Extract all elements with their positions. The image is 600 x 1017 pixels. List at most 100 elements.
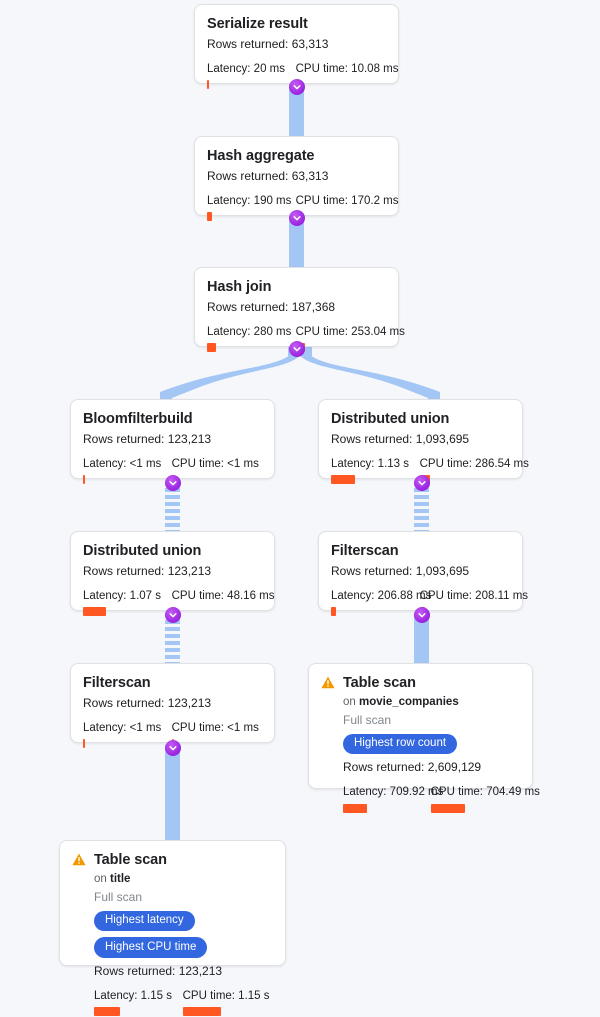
node-title: Distributed union	[83, 543, 202, 559]
latency-label: Latency: 1.13 s	[331, 457, 409, 470]
rows-returned: Rows returned: 1,093,695	[331, 563, 470, 578]
latency-metric: Latency: <1 ms	[83, 721, 172, 749]
node-title: Hash join	[207, 279, 272, 295]
node-metrics: Latency: 206.88 ms CPU time: 208.11 ms	[331, 589, 529, 617]
cpu-metric: CPU time: 253.04 ms	[295, 325, 405, 353]
node-metrics: Latency: 20 ms CPU time: 10.08 ms	[207, 62, 399, 90]
toggle-distributed-union-left[interactable]	[165, 607, 181, 623]
table-name: movie_companies	[359, 695, 459, 708]
latency-label: Latency: 1.15 s	[94, 989, 172, 1002]
latency-bar	[331, 475, 355, 485]
node-body: Rows returned: 63,313 Latency: 20 ms CPU…	[207, 35, 399, 90]
cpu-bar	[182, 1007, 221, 1017]
latency-label: Latency: <1 ms	[83, 457, 162, 470]
warning-triangle-icon	[321, 676, 335, 689]
node-header: Filterscan	[83, 674, 262, 693]
edge-union-to-filterscan-left	[165, 613, 180, 669]
latency-bar	[94, 1007, 120, 1017]
table-reference: on movie_companies	[343, 694, 520, 711]
plan-node-table-scan-movie-companies[interactable]: Table scan on movie_companies Full scan …	[308, 663, 540, 813]
cpu-metric: CPU time: <1 ms	[171, 721, 262, 749]
cpu-label: CPU time: 208.11 ms	[419, 589, 529, 602]
latency-label: Latency: 709.92 ms	[343, 786, 444, 799]
node-metrics: Latency: 1.07 s CPU time: 48.16 ms	[83, 589, 275, 617]
table-name: title	[110, 872, 131, 885]
cpu-label: CPU time: 10.08 ms	[295, 62, 399, 75]
latency-bar	[83, 475, 85, 485]
plan-node-filterscan-right[interactable]: Filterscan Rows returned: 1,093,695 Late…	[318, 531, 528, 617]
rows-returned: Rows returned: 2,609,129	[343, 760, 482, 775]
latency-metric: Latency: 206.88 ms	[331, 589, 431, 617]
latency-bar	[207, 343, 216, 353]
node-title: Hash aggregate	[207, 148, 315, 164]
cpu-label: CPU time: 1.15 s	[182, 989, 270, 1002]
rows-returned: Rows returned: 123,213	[83, 695, 212, 710]
latency-metric: Latency: 190 ms	[207, 194, 296, 222]
cpu-metric: CPU time: 170.2 ms	[295, 194, 399, 222]
toggle-bloomfilterbuild[interactable]	[165, 475, 181, 491]
toggle-hash-aggregate[interactable]	[289, 210, 305, 226]
cpu-metric: CPU time: 286.54 ms	[419, 457, 529, 485]
latency-metric: Latency: 709.92 ms	[343, 785, 444, 813]
plan-node-hash-join[interactable]: Hash join Rows returned: 187,368 Latency…	[194, 267, 405, 353]
node-header: Bloomfilterbuild	[83, 410, 262, 429]
toggle-hash-join[interactable]	[289, 341, 305, 357]
plan-node-distributed-union-right[interactable]: Distributed union Rows returned: 1,093,6…	[318, 399, 529, 485]
rows-returned: Rows returned: 1,093,695	[331, 431, 470, 446]
node-body: Rows returned: 123,213 Latency: 1.07 s C…	[83, 562, 275, 617]
node-title: Bloomfilterbuild	[83, 411, 193, 427]
node-header: Table scan	[72, 851, 273, 870]
node-metrics: Latency: 280 ms CPU time: 253.04 ms	[207, 325, 405, 353]
node-body: Rows returned: 123,213 Latency: <1 ms CP…	[83, 430, 262, 485]
latency-label: Latency: 20 ms	[207, 62, 285, 75]
node-body: Rows returned: 123,213 Latency: <1 ms CP…	[83, 694, 262, 749]
plan-node-filterscan-left[interactable]: Filterscan Rows returned: 123,213 Latenc…	[70, 663, 275, 749]
latency-bar	[207, 212, 212, 222]
toggle-filterscan-left[interactable]	[165, 740, 181, 756]
node-body: on movie_companies Full scan Highest row…	[321, 694, 540, 813]
node-body: Rows returned: 1,093,695 Latency: 206.88…	[331, 562, 529, 617]
plan-node-serialize-result[interactable]: Serialize result Rows returned: 63,313 L…	[194, 4, 399, 90]
node-metrics: Latency: 709.92 ms CPU time: 704.49 ms	[343, 785, 540, 813]
plan-node-bloomfilterbuild[interactable]: Bloomfilterbuild Rows returned: 123,213 …	[70, 399, 275, 485]
edge-aggregate-to-join	[289, 214, 304, 270]
latency-label: Latency: 280 ms	[207, 325, 292, 338]
cpu-metric: CPU time: 208.11 ms	[419, 589, 529, 617]
toggle-distributed-union-right[interactable]	[414, 475, 430, 491]
edge-filterscan-to-tablescan-left	[165, 745, 180, 845]
node-header: Hash join	[207, 278, 386, 297]
status-badge: Highest row count	[343, 733, 458, 755]
toggle-serialize-result[interactable]	[289, 79, 305, 95]
plan-node-distributed-union-left[interactable]: Distributed union Rows returned: 123,213…	[70, 531, 275, 617]
node-header: Hash aggregate	[207, 147, 386, 166]
scan-type: Full scan	[343, 712, 392, 727]
plan-node-table-scan-title[interactable]: Table scan on title Full scan Highest la…	[59, 840, 286, 1017]
latency-label: Latency: 1.07 s	[83, 589, 161, 602]
plan-node-hash-aggregate[interactable]: Hash aggregate Rows returned: 63,313 Lat…	[194, 136, 399, 222]
toggle-filterscan-right[interactable]	[414, 607, 430, 623]
rows-returned: Rows returned: 123,213	[83, 563, 212, 578]
edge-bloomfilter-to-union	[165, 481, 180, 537]
latency-bar	[207, 80, 209, 90]
node-metrics: Latency: <1 ms CPU time: <1 ms	[83, 721, 262, 749]
cpu-label: CPU time: 253.04 ms	[295, 325, 405, 338]
node-body: on title Full scan Highest latency Highe…	[72, 871, 273, 1017]
edge-union-to-filterscan-right	[414, 481, 429, 537]
latency-label: Latency: 190 ms	[207, 194, 292, 207]
table-reference: on title	[94, 871, 273, 888]
node-header: Table scan	[321, 674, 520, 693]
badge-list: Highest row count	[343, 733, 520, 755]
latency-metric: Latency: 1.13 s	[331, 457, 420, 485]
latency-metric: Latency: 20 ms	[207, 62, 296, 90]
node-header: Distributed union	[83, 542, 262, 561]
edge-filterscan-to-tablescan-right	[414, 613, 429, 669]
node-header: Serialize result	[207, 15, 386, 34]
latency-label: Latency: <1 ms	[83, 721, 162, 734]
on-prefix: on	[94, 872, 110, 885]
node-title: Filterscan	[331, 543, 399, 559]
edge-serialize-to-aggregate	[289, 84, 304, 140]
rows-returned: Rows returned: 123,213	[94, 963, 223, 978]
node-metrics: Latency: 1.13 s CPU time: 286.54 ms	[331, 457, 529, 485]
rows-returned: Rows returned: 63,313	[207, 36, 329, 51]
